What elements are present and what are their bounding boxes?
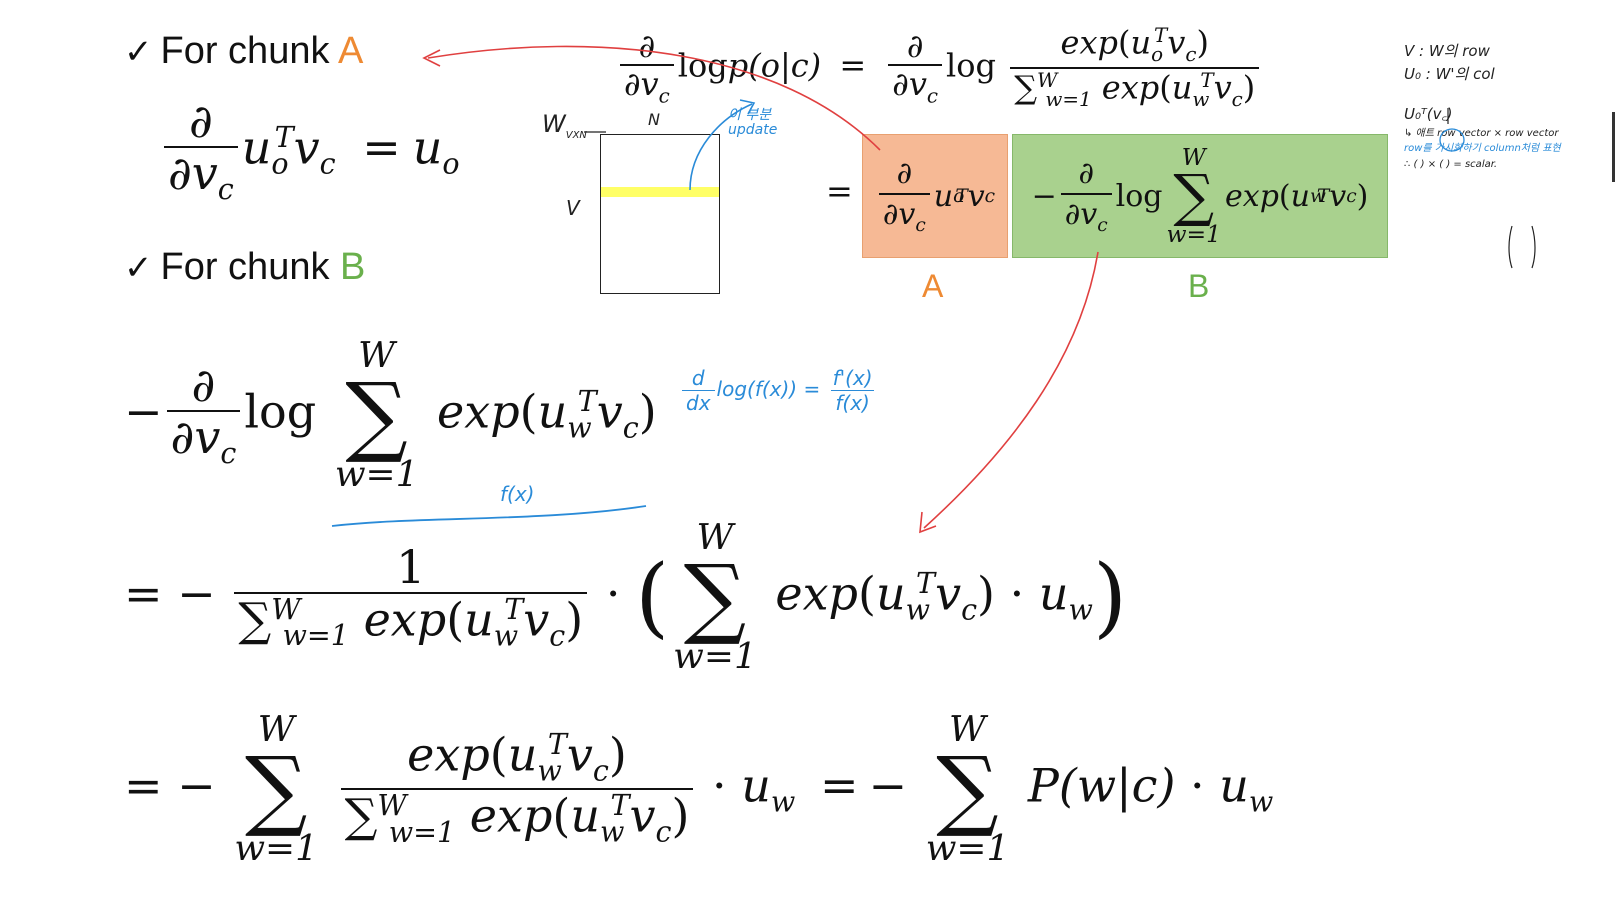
heading-chunk-a: ✓For chunk A xyxy=(124,30,363,73)
arrow-highlight xyxy=(689,103,753,191)
equation-b-line1: − ∂ ∂vc log W∑w=1 exp(uwTvc) xyxy=(124,335,657,495)
scrollbar-thumb xyxy=(1612,112,1615,182)
heading-prefix: For chunk xyxy=(160,30,330,72)
equals-sign-split: = xyxy=(826,172,853,210)
arrow-a xyxy=(427,45,881,151)
check-icon: ✓ xyxy=(124,249,153,287)
matrix-row-highlight xyxy=(601,187,719,197)
side-note-circle xyxy=(1439,128,1465,152)
side-note-5: row를 가시화하기 column처럼 표현 xyxy=(1404,143,1561,155)
side-notes: V : W의 row U₀ : W'의 col U₀ᵀ(v꜀) ↳ 애트 row… xyxy=(1404,40,1604,172)
matrix-n-label: N xyxy=(648,110,660,129)
side-note-4: ↳ 애트 row vector × row vector xyxy=(1404,127,1559,139)
side-note-2: U₀ : W'의 col xyxy=(1404,65,1495,84)
matrix-w-label: WVXN xyxy=(542,110,587,141)
matrix-box xyxy=(600,134,720,294)
arrowhead-b xyxy=(919,511,937,534)
side-note-bracket xyxy=(1508,225,1536,269)
equation-chunk-a: ∂ ∂vc uoTvc =uo xyxy=(160,98,460,205)
arrowhead-highlight xyxy=(739,99,756,115)
heading-chunk-b: ✓For chunk B xyxy=(124,246,365,289)
label-b: B xyxy=(1188,268,1210,304)
arrowhead-a xyxy=(422,49,441,67)
matrix-v-label: V xyxy=(566,196,580,220)
label-a: A xyxy=(922,268,944,304)
equation-b-line3: = − W∑w=1 exp(uwTvc) ∑Ww=1 exp(uwTvc) · … xyxy=(124,709,1274,869)
chunk-letter-b: B xyxy=(340,246,366,288)
equation-log-prob: ∂ ∂vc logp(o|c) = ∂ ∂vc log exp(uoTvc) ∑… xyxy=(616,26,1263,110)
side-note-3: U₀ᵀ(v꜀) xyxy=(1404,104,1453,123)
arrow-b xyxy=(923,251,1099,529)
side-note-1: V : W의 row xyxy=(1404,42,1490,60)
heading-prefix: For chunk xyxy=(160,246,330,288)
side-note-6: ∴ ( ) × ( ) = scalar. xyxy=(1404,158,1498,170)
fx-label: f(x) xyxy=(500,482,535,506)
equation-b-line2: = − 1 ∑Ww=1 exp(uwTvc) · (W∑w=1 exp(uwTv… xyxy=(124,517,1128,677)
check-icon: ✓ xyxy=(124,33,153,71)
fx-underline xyxy=(331,505,647,527)
chunk-letter-a: A xyxy=(337,30,364,72)
